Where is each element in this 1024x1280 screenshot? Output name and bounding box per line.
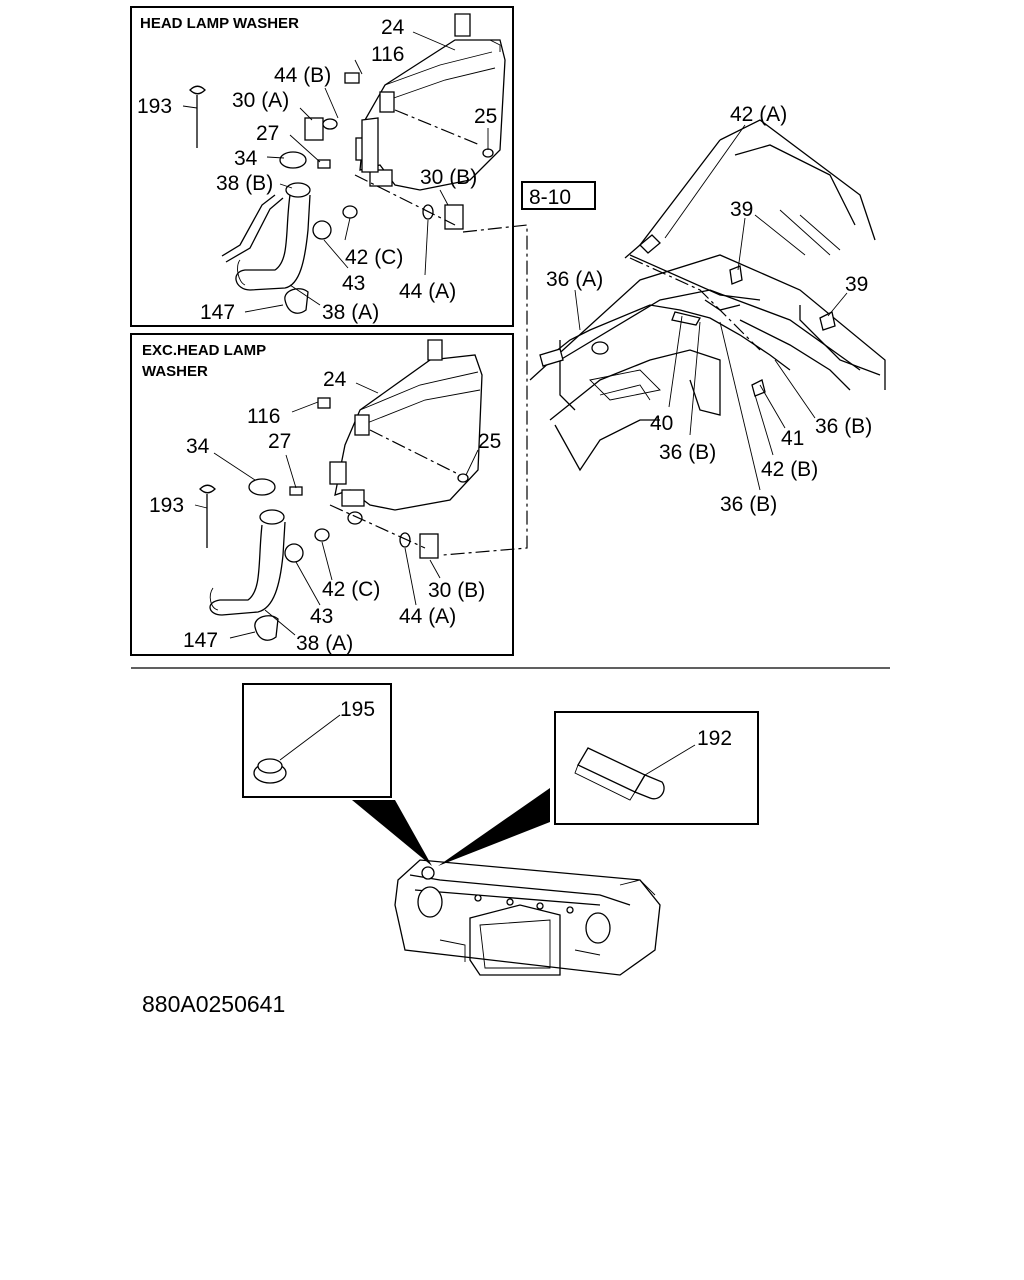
filler-cap-and-hose <box>199 478 330 641</box>
label-38b: 38 (B) <box>216 172 273 195</box>
label-36b: 36 (B) <box>720 493 777 516</box>
label-195: 195 <box>340 698 375 721</box>
panel-exc-head-lamp-washer: EXC.HEAD LAMP WASHER <box>130 333 514 656</box>
bottom-detail: 195 192 <box>242 683 759 976</box>
panel-title-line2: WASHER <box>142 363 208 380</box>
label-192: 192 <box>697 727 732 750</box>
label-39: 39 <box>730 198 753 221</box>
label-193: 193 <box>149 494 184 517</box>
label-30b: 30 (B) <box>420 166 477 189</box>
label-39: 39 <box>845 273 868 296</box>
label-27: 27 <box>256 122 279 145</box>
label-42b: 42 (B) <box>761 458 818 481</box>
cowl-outline <box>529 254 886 390</box>
reference-label: 8-10 <box>529 186 571 209</box>
dash-line <box>394 109 481 146</box>
label-44b: 44 (B) <box>274 64 331 87</box>
label-41: 41 <box>781 427 804 450</box>
weatherstrip <box>577 747 646 793</box>
dash-line <box>329 504 426 549</box>
connector-dash-line <box>442 224 528 556</box>
washer-hose <box>544 304 791 371</box>
front-panel <box>394 859 661 976</box>
label-24: 24 <box>381 16 405 39</box>
panel-title: HEAD LAMP WASHER <box>140 15 299 32</box>
detail-box-192 <box>554 711 759 825</box>
panel-frame <box>130 6 514 327</box>
washer-pump <box>289 397 469 559</box>
label-44a: 44 (A) <box>399 605 456 628</box>
label-24: 24 <box>323 368 347 391</box>
label-43: 43 <box>342 272 365 295</box>
engine-bay-view: 8-10 <box>521 103 886 516</box>
label-42a: 42 (A) <box>730 103 787 126</box>
filler-cap-and-hose <box>189 85 379 314</box>
dash-line <box>629 257 761 351</box>
label-116: 116 <box>247 405 280 428</box>
leader-lines <box>182 31 489 313</box>
dash-line <box>369 429 461 476</box>
label-36b: 36 (B) <box>815 415 872 438</box>
label-25: 25 <box>474 105 497 128</box>
label-36a: 36 (A) <box>546 268 603 291</box>
reference-box <box>521 181 596 210</box>
pointer <box>438 788 550 866</box>
label-34: 34 <box>186 435 210 458</box>
dash-line <box>354 174 456 226</box>
label-42c: 42 (C) <box>322 578 380 601</box>
label-34: 34 <box>234 147 258 170</box>
label-193: 193 <box>137 95 172 118</box>
label-40: 40 <box>650 412 673 435</box>
label-36b: 36 (B) <box>659 441 716 464</box>
label-147: 147 <box>200 301 235 324</box>
washer-pump <box>304 72 494 230</box>
label-27: 27 <box>268 430 291 453</box>
label-25: 25 <box>478 430 501 453</box>
detail-box-195 <box>242 683 392 798</box>
label-147: 147 <box>183 629 218 652</box>
label-30a: 30 (A) <box>232 89 289 112</box>
label-116: 116 <box>371 43 404 66</box>
panel-head-lamp-washer: HEAD LAMP WASHER <box>130 6 514 327</box>
hood-outline <box>719 119 876 241</box>
label-38a: 38 (A) <box>296 632 353 655</box>
panel-title-line1: EXC.HEAD LAMP <box>142 342 266 359</box>
label-38a: 38 (A) <box>322 301 379 324</box>
label-43: 43 <box>310 605 333 628</box>
label-42c: 42 (C) <box>345 246 403 269</box>
diagram-code: 880A0250641 <box>142 991 285 1017</box>
panel-frame <box>130 333 514 656</box>
pointer <box>352 800 432 866</box>
leader-lines <box>574 124 848 491</box>
label-30b: 30 (B) <box>428 579 485 602</box>
leader-lines <box>194 382 479 639</box>
washer-tank <box>329 339 483 511</box>
label-44a: 44 (A) <box>399 280 456 303</box>
